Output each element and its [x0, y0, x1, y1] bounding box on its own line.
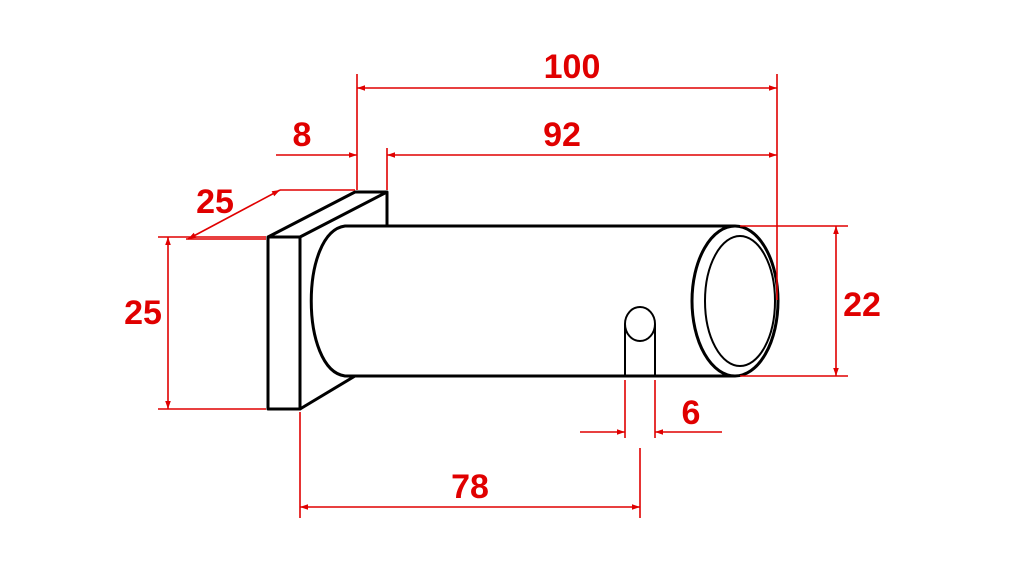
label-pin-diameter: 22 [843, 286, 881, 324]
label-hole-position: 78 [451, 468, 489, 506]
dim-line-plate-depth [187, 189, 281, 240]
label-hole-diameter: 6 [682, 394, 701, 432]
head-plate-bottom-edge [299, 374, 356, 411]
pin-end-face-outer [690, 224, 780, 378]
dimensions [158, 74, 848, 518]
head-plate-front [266, 235, 302, 411]
pin-end-face-inner [704, 235, 776, 367]
label-plate-thickness: 8 [293, 116, 312, 154]
cross-hole [624, 306, 656, 342]
label-plate-depth: 25 [196, 183, 234, 221]
label-plate-height: 25 [124, 294, 162, 332]
dimension-labels: 100 92 8 25 25 22 6 78 [124, 48, 881, 506]
clevis-pin-part [266, 190, 780, 411]
pin-shaft [309, 224, 735, 378]
label-pin-length: 92 [543, 116, 581, 154]
head-plate-top [267, 190, 389, 239]
label-total-length: 100 [544, 48, 601, 86]
